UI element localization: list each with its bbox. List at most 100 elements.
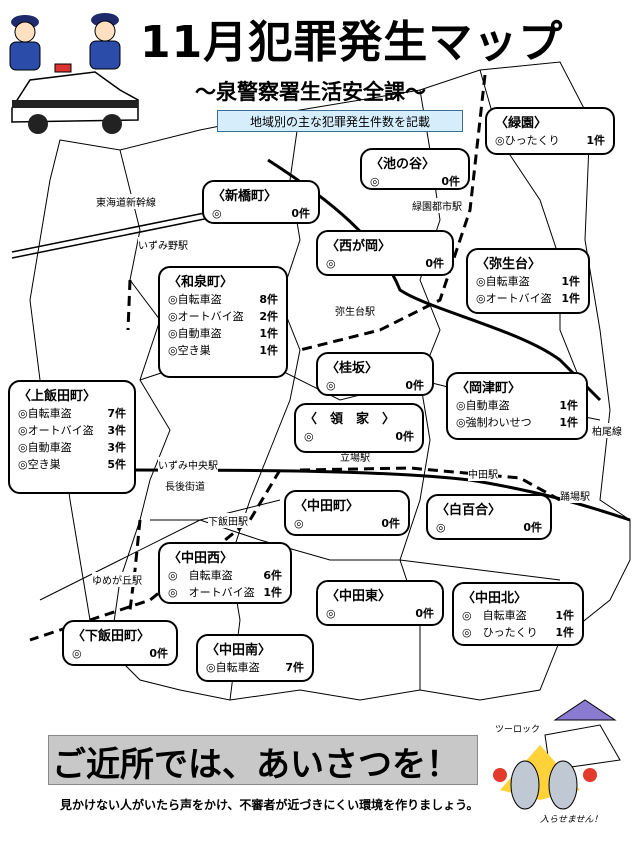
area-name: 〈西が岡〉 [326, 239, 392, 254]
area-name: 〈岡津町〉 [456, 381, 522, 396]
crime-row: ◎0件 [436, 519, 542, 536]
mascot-label-bottom: 入らせません！ [540, 815, 603, 825]
area-katsurazaka: 〈桂坂〉 ◎ 0件 [316, 352, 434, 396]
crime-count: 7件 [285, 661, 304, 674]
crime-row: ◎0件 [212, 205, 310, 222]
crime-label: ◎ [294, 517, 304, 530]
dashed-line [299, 466, 561, 502]
crime-label: ◎空き巣 [168, 344, 211, 357]
crime-row: ◎ひったくり 1件 [495, 132, 605, 149]
label-kashio: 柏尾線 [592, 423, 622, 438]
crime-row: ◎オートバイ盗 3件 [18, 422, 126, 439]
crime-row: ◎オートバイ盗 2件 [168, 308, 278, 325]
dashed-line [128, 519, 142, 611]
crime-count: 0件 [523, 521, 542, 534]
crime-row: ◎強制わいせつ 1件 [456, 414, 578, 431]
crime-label: ◎ [304, 430, 314, 443]
crime-row: ◎0件 [326, 255, 444, 272]
crime-label: ◎自転車盗 [168, 293, 222, 306]
crime-row: ◎自動車盗 1件 [168, 325, 278, 342]
page-title: 11月犯罪発生マップ [140, 17, 564, 68]
area-nakatahigashi: 〈中田東〉 ◎0件 [316, 580, 444, 626]
road-line [39, 499, 281, 601]
crime-label: ◎強制わいせつ [456, 416, 532, 429]
label-izumino: いずみ野駅 [138, 237, 188, 252]
crime-count: 0件 [415, 607, 434, 620]
crime-count: 1件 [555, 609, 574, 622]
crime-label: ◎自動車盗 [168, 327, 222, 340]
crime-label: ◎ ひったくり [462, 626, 538, 639]
crime-count: 0件 [405, 379, 424, 392]
crime-label: ◎自動車盗 [456, 399, 510, 412]
area-name: 〈中田町〉 [294, 499, 360, 514]
page-subtitle: ～泉警察署生活安全課～ [195, 80, 426, 104]
mascot-illustration [493, 699, 621, 810]
crime-count: 1件 [559, 416, 578, 429]
sotetsu-line [267, 158, 602, 402]
area-nakata: 〈中田町〉 ◎0件 [284, 490, 410, 536]
crime-label: ◎ [370, 175, 380, 188]
map-note: 地域別の主な犯罪発生件数を記載 [217, 110, 463, 132]
crime-count: 3件 [107, 441, 126, 454]
area-nishigaoka: 〈西が岡〉 ◎0件 [316, 230, 454, 276]
town-boundary [109, 149, 171, 651]
crime-count: 1件 [561, 292, 580, 305]
crime-count: 1件 [561, 275, 580, 288]
area-okazu: 〈岡津町〉 ◎自動車盗 1件 ◎強制わいせつ 1件 [446, 372, 588, 440]
area-name: 〈下飯田町〉 [72, 629, 151, 644]
area-ikenotani: 〈池の谷〉 ◎0件 [360, 148, 470, 190]
area-name: 〈中田北〉 [462, 591, 528, 606]
area-shimoiida: 〈下飯田町〉 ◎0件 [62, 620, 178, 666]
crime-row: ◎自転車盗 1件 [476, 273, 580, 290]
area-name: 〈上飯田町〉 [18, 389, 97, 404]
crime-label: ◎ [326, 379, 336, 392]
crime-count: 1件 [263, 586, 282, 599]
label-tokaido: 東海道新幹線 [96, 194, 156, 209]
crime-row: ◎自転車盗 8件 [168, 291, 278, 308]
crime-label: ◎ [212, 207, 222, 220]
area-name: 〈中田西〉 [168, 551, 234, 566]
area-shirayuri: 〈白百合〉 ◎0件 [426, 494, 552, 540]
area-ryoke: 〈 領 家 〉 ◎0件 [294, 403, 424, 453]
label-nakata-station: 中田駅 [468, 466, 498, 481]
area-name: 〈中田東〉 [326, 589, 392, 604]
crime-label: ◎オートバイ盗 [168, 310, 244, 323]
label-ryokuentoshi: 緑園都市駅 [412, 198, 462, 213]
crime-count: 7件 [107, 407, 126, 420]
crime-count: 6件 [263, 569, 282, 582]
area-shinbashi: 〈新橋町〉 ◎0件 [202, 180, 320, 224]
dashed-line [126, 279, 132, 331]
area-name: 〈桂坂〉 [326, 361, 379, 376]
crime-row: ◎0件 [370, 173, 460, 190]
crime-label: ◎オートバイ盗 [18, 424, 94, 437]
area-name: 〈白百合〉 [436, 503, 502, 518]
crime-label: ◎ 自転車盗 [462, 609, 527, 622]
crime-row: ◎ 0件 [326, 377, 424, 394]
crime-row: ◎0件 [326, 605, 434, 622]
crime-label: ◎自転車盗 [476, 275, 530, 288]
crime-count: 1件 [259, 344, 278, 357]
crime-count: 1件 [259, 327, 278, 340]
label-shimoiida-station: 下飯田駅 [208, 513, 248, 528]
crime-count: 1件 [586, 134, 605, 147]
label-yayoidai-station: 弥生台駅 [335, 303, 375, 318]
crime-label: ◎ひったくり [495, 134, 560, 147]
crime-row: ◎空き巣 1件 [168, 342, 278, 359]
crime-count: 3件 [107, 424, 126, 437]
crime-row: ◎ 自転車盗 1件 [462, 607, 574, 624]
crime-count: 8件 [259, 293, 278, 306]
crime-count: 0件 [149, 647, 168, 660]
slogan-background [48, 735, 478, 785]
crime-count: 2件 [259, 310, 278, 323]
